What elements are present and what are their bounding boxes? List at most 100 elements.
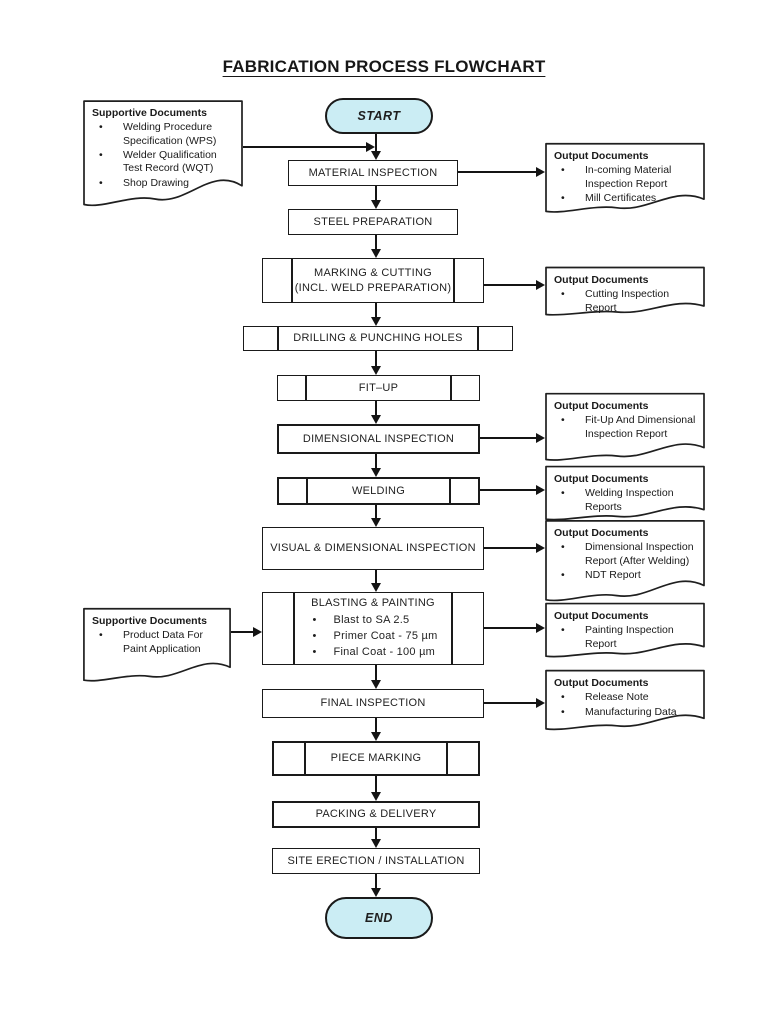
terminal-end-label: END — [365, 910, 393, 925]
connector-marking-output — [484, 280, 545, 291]
process-label: BLASTING & PAINTING — [311, 597, 435, 610]
connector-final-output — [484, 698, 545, 709]
document-header: Output Documents — [554, 610, 649, 622]
document-header: Output Documents — [554, 527, 649, 539]
document-content: Output Documents Dimensional Inspection … — [545, 520, 705, 583]
arrowhead-down-icon — [371, 838, 382, 848]
list-item: Product Data For Paint Application — [92, 629, 223, 656]
arrowhead-right-icon — [535, 167, 545, 178]
connector-blasting-output — [484, 623, 545, 634]
document-content: Output Documents Painting Inspection Rep… — [545, 603, 705, 651]
output-doc-final: Output Documents Release Note Manufactur… — [545, 670, 705, 732]
arrowhead-down-icon — [371, 582, 382, 592]
document-content: Output Documents Welding Inspection Repo… — [545, 466, 705, 514]
output-doc-material: Output Documents In-coming Material Insp… — [545, 143, 705, 215]
arrowhead-down-icon — [371, 791, 382, 801]
blasting-spec-list: Blast to SA 2.5 Primer Coat - 75 µm Fina… — [309, 613, 438, 661]
connector-final-piece — [371, 718, 382, 741]
arrowhead-down-icon — [371, 248, 382, 258]
document-content: Output Documents Fit-Up And Dimensional … — [545, 393, 705, 441]
process-label: PACKING & DELIVERY — [315, 808, 437, 821]
document-header: Supportive Documents — [92, 107, 207, 119]
connector-welding-output — [480, 485, 545, 496]
process-site-erection: SITE ERECTION / INSTALLATION — [272, 848, 480, 874]
process-label: FIT–UP — [358, 381, 399, 394]
list-item: In-coming Material Inspection Report — [554, 164, 697, 191]
connector-material-output — [458, 167, 545, 178]
document-content: Supportive Documents Product Data For Pa… — [83, 608, 231, 656]
connector-steel-marking — [371, 235, 382, 258]
process-label: VISUAL & DIMENSIONAL INSPECTION — [270, 542, 476, 555]
list-item: Welding Inspection Reports — [554, 487, 697, 514]
supportive-doc-welding: Supportive Documents Welding Procedure S… — [83, 100, 243, 210]
document-header: Output Documents — [554, 400, 649, 412]
output-doc-fitup-dimensional: Output Documents Fit-Up And Dimensional … — [545, 393, 705, 463]
document-content: Output Documents In-coming Material Insp… — [545, 143, 705, 206]
process-label: WELDING — [351, 484, 406, 497]
list-item: Cutting Inspection Report — [554, 288, 697, 315]
list-item: Shop Drawing — [92, 177, 235, 191]
terminal-start: START — [325, 98, 433, 134]
arrowhead-down-icon — [371, 887, 382, 897]
connector-start-material — [371, 134, 382, 160]
arrowhead-down-icon — [371, 679, 382, 689]
connector-dimensional-welding — [371, 454, 382, 477]
process-label: PIECE MARKING — [330, 752, 422, 765]
arrowhead-down-icon — [371, 731, 382, 741]
list-item: Dimensional Inspection Report (After Wel… — [554, 541, 697, 568]
process-blasting-painting: BLASTING & PAINTING Blast to SA 2.5 Prim… — [262, 592, 484, 665]
connector-supportive1-flow — [243, 142, 375, 153]
arrowhead-down-icon — [371, 517, 382, 527]
process-dimensional-inspection: DIMENSIONAL INSPECTION — [277, 424, 480, 454]
arrowhead-right-icon — [252, 627, 262, 638]
terminal-start-label: START — [357, 108, 401, 123]
list-item: Final Coat - 100 µm — [309, 645, 438, 661]
process-marking-cutting: MARKING & CUTTING (INCL. WELD PREPARATIO… — [262, 258, 484, 303]
process-label: DRILLING & PUNCHING HOLES — [293, 332, 463, 345]
document-header: Output Documents — [554, 677, 649, 689]
list-item: Release Note — [554, 691, 697, 705]
list-item: Painting Inspection Report — [554, 624, 697, 651]
list-item: Mill Certificates — [554, 192, 697, 206]
output-doc-painting: Output Documents Painting Inspection Rep… — [545, 603, 705, 659]
document-header: Supportive Documents — [92, 615, 207, 627]
arrowhead-right-icon — [535, 485, 545, 496]
list-item: Primer Coat - 75 µm — [309, 629, 438, 645]
connector-packing-site — [371, 828, 382, 848]
process-welding: WELDING — [277, 477, 480, 505]
output-doc-cutting: Output Documents Cutting Inspection Repo… — [545, 267, 705, 317]
document-content: Output Documents Release Note Manufactur… — [545, 670, 705, 719]
connector-dimensional-output — [480, 433, 545, 444]
page-title: FABRICATION PROCESS FLOWCHART — [222, 57, 546, 76]
list-item: Blast to SA 2.5 — [309, 613, 438, 629]
output-doc-visual-ndt: Output Documents Dimensional Inspection … — [545, 520, 705, 604]
list-item: Fit-Up And Dimensional Inspection Report — [554, 414, 697, 441]
arrowhead-right-icon — [535, 433, 545, 444]
process-packing-delivery: PACKING & DELIVERY — [272, 801, 480, 828]
process-label: DIMENSIONAL INSPECTION — [302, 432, 455, 445]
connector-material-steel — [371, 186, 382, 209]
arrowhead-right-icon — [535, 280, 545, 291]
arrowhead-right-icon — [535, 543, 545, 554]
document-header: Output Documents — [554, 473, 649, 485]
list-item: Manufacturing Data — [554, 706, 697, 720]
arrowhead-right-icon — [365, 142, 375, 153]
process-label: SITE ERECTION / INSTALLATION — [287, 854, 465, 867]
process-final-inspection: FINAL INSPECTION — [262, 689, 484, 718]
arrowhead-down-icon — [371, 467, 382, 477]
process-label: STEEL PREPARATION — [313, 215, 433, 228]
output-doc-welding: Output Documents Welding Inspection Repo… — [545, 466, 705, 522]
process-drilling-punching: DRILLING & PUNCHING HOLES — [243, 326, 513, 351]
supportive-doc-paint: Supportive Documents Product Data For Pa… — [83, 608, 231, 684]
process-label: MARKING & CUTTING — [314, 266, 432, 279]
connector-drilling-fitup — [371, 351, 382, 375]
arrowhead-down-icon — [371, 199, 382, 209]
terminal-end: END — [325, 897, 433, 939]
process-label: FINAL INSPECTION — [320, 697, 426, 710]
process-material-inspection: MATERIAL INSPECTION — [288, 160, 458, 186]
document-content: Output Documents Cutting Inspection Repo… — [545, 267, 705, 315]
document-header: Output Documents — [554, 150, 649, 162]
document-header: Output Documents — [554, 274, 649, 286]
document-content: Supportive Documents Welding Procedure S… — [83, 100, 243, 190]
